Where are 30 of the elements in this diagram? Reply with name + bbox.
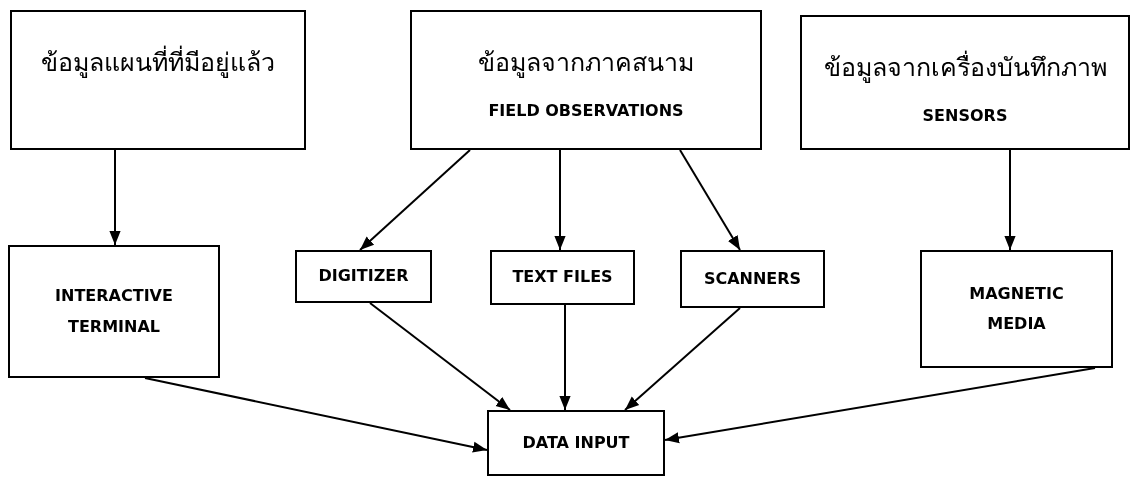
arrow — [109, 149, 121, 246]
arrow — [369, 302, 511, 411]
box-label: INTERACTIVE TERMINAL — [54, 285, 174, 338]
arrow — [624, 307, 741, 411]
box-label: DATA INPUT — [522, 431, 630, 454]
arrow — [144, 377, 488, 453]
arrow — [664, 367, 1096, 444]
process-box — [10, 10, 306, 150]
arrow — [554, 149, 566, 251]
arrow — [1004, 149, 1016, 251]
process-box — [800, 15, 1130, 150]
arrow — [679, 149, 741, 251]
process-box — [920, 250, 1113, 368]
arrow — [559, 304, 571, 411]
arrow — [359, 149, 471, 251]
process-box — [680, 250, 825, 308]
box-label: SENSORS — [922, 105, 1008, 127]
process-box — [487, 410, 665, 476]
box-label: DIGITIZER — [318, 265, 409, 288]
box-label: SCANNERS — [703, 267, 802, 290]
box-label: FIELD OBSERVATIONS — [488, 100, 684, 122]
process-box — [410, 10, 762, 150]
process-box — [8, 245, 220, 378]
process-box — [295, 250, 432, 303]
process-box — [490, 250, 635, 305]
thai-label: ข้อมูลจากภาคสนาม — [478, 47, 694, 80]
box-label: MAGNETIC MEDIA — [968, 282, 1065, 335]
thai-label: ข้อมูลจากเครื่องบันทึกภาพ — [823, 47, 1107, 87]
box-label: TEXT FILES — [512, 266, 613, 289]
thai-label: ข้อมูลแผนที่ที่มีอยู่แล้ว — [41, 42, 275, 82]
